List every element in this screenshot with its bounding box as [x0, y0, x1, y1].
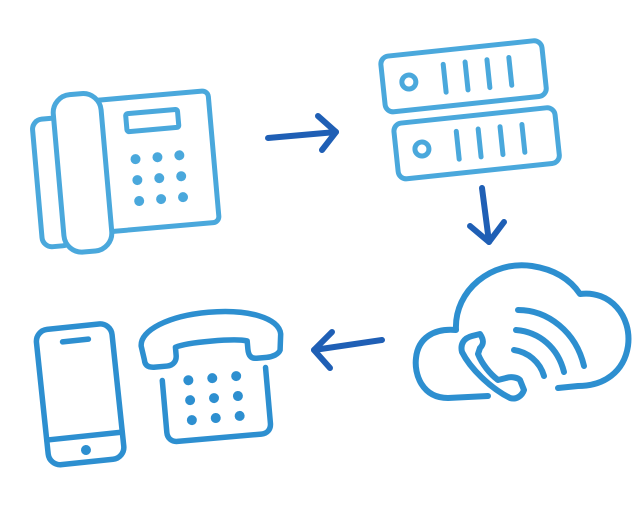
smartphone-icon: [28, 318, 138, 468]
landline-phone-icon: [134, 300, 294, 450]
server-rack-icon: [378, 34, 562, 184]
arrow-right-icon: [262, 108, 346, 158]
cloud-call-icon: [408, 254, 638, 414]
arrow-down-icon: [462, 182, 512, 252]
office-desk-phone-icon: [26, 80, 226, 255]
arrow-left-icon: [300, 326, 390, 376]
